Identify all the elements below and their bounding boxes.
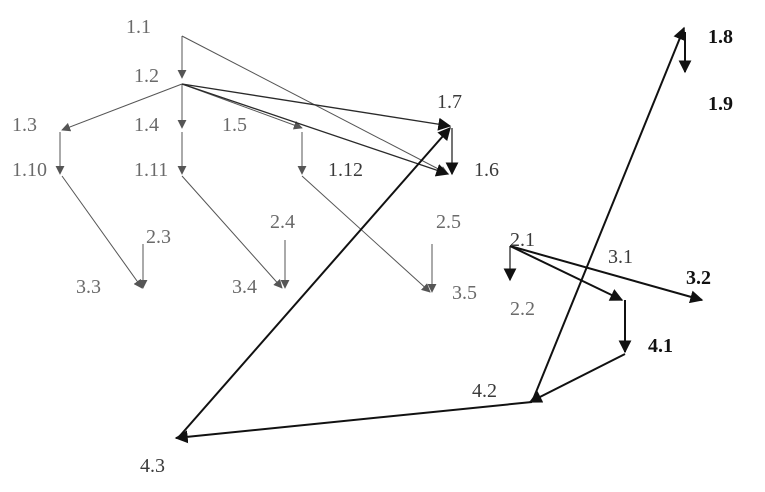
node-label-1-2: 1.2 (134, 65, 159, 87)
node-label-3-1: 3.1 (608, 246, 633, 268)
edge-1.2-to-1.7 (181, 83, 452, 131)
edge-4.1-to-4.2 (528, 353, 626, 403)
node-label-4-1: 4.1 (648, 335, 673, 357)
node-label-2-2: 2.2 (510, 298, 535, 320)
edge-4.3-to-1.7 (177, 127, 451, 439)
node-label-1-10: 1.10 (12, 159, 47, 181)
node-label-3-2: 3.2 (686, 267, 711, 289)
edge-1.12-to-3.5 (301, 175, 431, 293)
node-label-2-3: 2.3 (146, 226, 171, 248)
node-label-2-5: 2.5 (436, 211, 461, 233)
node-label-1-9: 1.9 (708, 93, 733, 115)
node-label-2-1: 2.1 (510, 229, 535, 251)
node-label-1-3: 1.3 (12, 114, 37, 136)
edges-medium (181, 83, 517, 282)
edges-light (55, 35, 449, 293)
node-label-3-3: 3.3 (76, 276, 101, 298)
node-label-1-6: 1.6 (474, 159, 499, 181)
node-label-1-7: 1.7 (437, 91, 462, 113)
node-labels: 1.1 1.2 1.3 1.4 1.5 1.6 1.7 1.8 1.9 1.10… (12, 16, 733, 477)
edge-4.2-to-1.8 (531, 26, 686, 403)
edge-2.1-to-4.1-via (509, 245, 624, 301)
node-label-1-12: 1.12 (328, 159, 363, 181)
edge-1.2-to-1.6 (181, 83, 450, 177)
edge-2.1-to-3.2 (509, 245, 704, 304)
node-label-4-3: 4.3 (140, 455, 165, 477)
node-label-1-8: 1.8 (708, 26, 733, 48)
edge-1.2-to-1.3 (61, 83, 183, 132)
node-label-1-5: 1.5 (222, 114, 247, 136)
node-label-4-2: 4.2 (472, 380, 497, 402)
node-label-3-4: 3.4 (232, 276, 257, 298)
edge-1.11-to-3.4 (181, 175, 283, 289)
node-label-3-5: 3.5 (452, 282, 477, 304)
node-label-1-11: 1.11 (134, 159, 168, 181)
edge-4.2-to-4.3 (174, 401, 533, 444)
edges-dark (174, 26, 704, 444)
edge-1.10-to-3.3 (61, 175, 143, 289)
node-label-2-4: 2.4 (270, 211, 295, 233)
node-label-1-4: 1.4 (134, 114, 159, 136)
node-label-1-1: 1.1 (126, 16, 151, 38)
